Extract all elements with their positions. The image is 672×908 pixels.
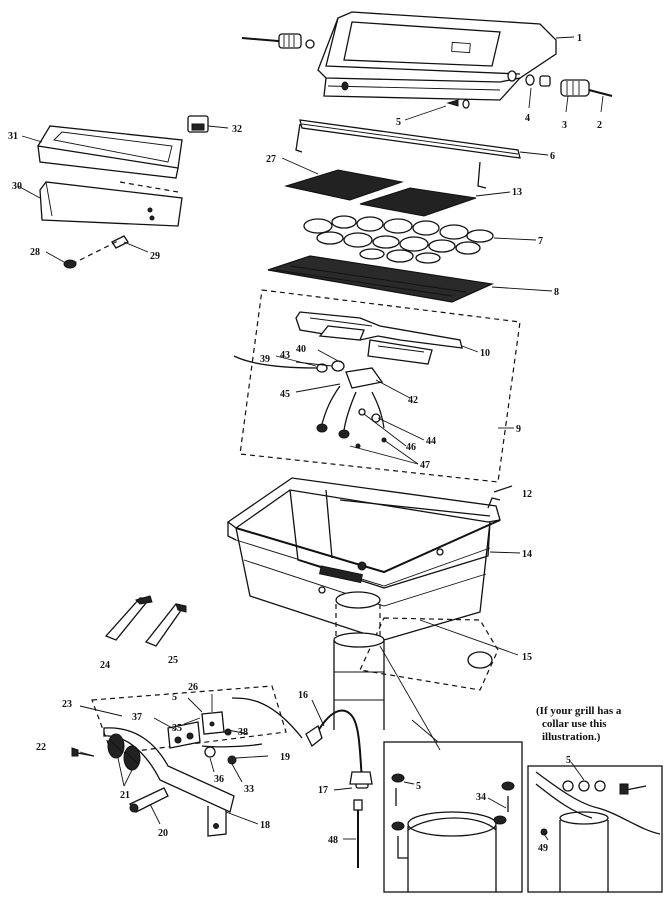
callout-14: 14 bbox=[522, 549, 532, 560]
rock-grate-part bbox=[267, 255, 495, 303]
callout-32: 32 bbox=[232, 124, 242, 135]
callout-35: 35 bbox=[172, 723, 182, 734]
callout-37: 37 bbox=[132, 712, 142, 723]
callout-33: 33 bbox=[244, 784, 254, 795]
callout-21: 21 bbox=[120, 790, 130, 801]
callout-27: 27 bbox=[266, 154, 276, 165]
callout-17: 17 bbox=[318, 785, 328, 796]
callout-5-inset-right: 5 bbox=[566, 755, 571, 766]
callout-4: 4 bbox=[525, 113, 530, 124]
callout-30: 30 bbox=[12, 181, 22, 192]
callout-15: 15 bbox=[522, 652, 532, 663]
callout-45: 45 bbox=[280, 389, 290, 400]
callout-39: 39 bbox=[260, 354, 270, 365]
cooking-grid-13 bbox=[359, 187, 477, 217]
callout-9: 9 bbox=[516, 424, 521, 435]
cooking-grid-27 bbox=[284, 169, 404, 201]
firebox-body-part bbox=[226, 477, 513, 641]
callout-28: 28 bbox=[30, 247, 40, 258]
callout-23: 23 bbox=[62, 699, 72, 710]
warming-rack-part bbox=[295, 119, 549, 189]
note-line-1: (If your grill has a bbox=[536, 705, 622, 717]
knob-32 bbox=[187, 115, 229, 133]
callout-3: 3 bbox=[562, 120, 567, 131]
callout-24: 24 bbox=[100, 660, 110, 671]
lava-rocks-part bbox=[303, 215, 494, 264]
callout-16: 16 bbox=[298, 690, 308, 701]
callout-44: 44 bbox=[426, 436, 436, 447]
callout-47: 47 bbox=[420, 460, 430, 471]
burner-assembly-box bbox=[233, 289, 521, 483]
callout-25: 25 bbox=[168, 655, 178, 666]
callout-18: 18 bbox=[260, 820, 270, 831]
note-line-2: collar use this bbox=[542, 718, 607, 730]
leg-bracket-24 bbox=[104, 595, 153, 641]
collar-note: (If your grill has a collar use this ill… bbox=[536, 705, 622, 743]
callout-34: 34 bbox=[476, 792, 486, 803]
regulator-part bbox=[333, 771, 373, 868]
screw-part-5 bbox=[404, 99, 470, 121]
callout-1: 1 bbox=[577, 33, 582, 44]
callout-5-inset-left: 5 bbox=[416, 781, 421, 792]
right-handle-parts bbox=[525, 74, 613, 113]
callout-6: 6 bbox=[550, 151, 555, 162]
callout-2: 2 bbox=[597, 120, 602, 131]
callout-43: 43 bbox=[280, 350, 290, 361]
control-panel-part bbox=[71, 685, 303, 837]
inset-left-box bbox=[383, 741, 523, 893]
callout-7: 7 bbox=[538, 236, 543, 247]
callout-31: 31 bbox=[8, 131, 18, 142]
callout-29: 29 bbox=[150, 251, 160, 262]
callout-26: 26 bbox=[188, 682, 198, 693]
callout-labels: 1 2 3 4 5 6 7 8 9 10 12 13 14 15 16 17 1… bbox=[8, 33, 602, 854]
callout-8: 8 bbox=[554, 287, 559, 298]
callout-38: 38 bbox=[238, 727, 248, 738]
callout-10: 10 bbox=[480, 348, 490, 359]
callout-19: 19 bbox=[280, 752, 290, 763]
callout-5: 5 bbox=[396, 117, 401, 128]
leg-bracket-25 bbox=[144, 603, 187, 647]
callout-42: 42 bbox=[408, 395, 418, 406]
callout-49: 49 bbox=[538, 843, 548, 854]
left-handle-bolt bbox=[241, 33, 315, 49]
inset-right-box bbox=[527, 761, 663, 893]
callout-12: 12 bbox=[522, 489, 532, 500]
side-shelf-panel-30 bbox=[17, 181, 183, 227]
bottom-bracket-part bbox=[359, 617, 519, 691]
side-shelf-trim-31 bbox=[21, 125, 183, 179]
post-part bbox=[333, 591, 441, 751]
callout-5-panel: 5 bbox=[172, 692, 177, 703]
callout-48: 48 bbox=[328, 835, 338, 846]
callout-13: 13 bbox=[512, 187, 522, 198]
screws-28-29 bbox=[45, 235, 149, 269]
callout-46: 46 bbox=[406, 442, 416, 453]
lid-part bbox=[317, 11, 557, 101]
callout-40: 40 bbox=[296, 344, 306, 355]
callout-22: 22 bbox=[36, 742, 46, 753]
callout-36: 36 bbox=[214, 774, 224, 785]
callout-20: 20 bbox=[158, 828, 168, 839]
note-line-3: illustration.) bbox=[542, 731, 601, 743]
